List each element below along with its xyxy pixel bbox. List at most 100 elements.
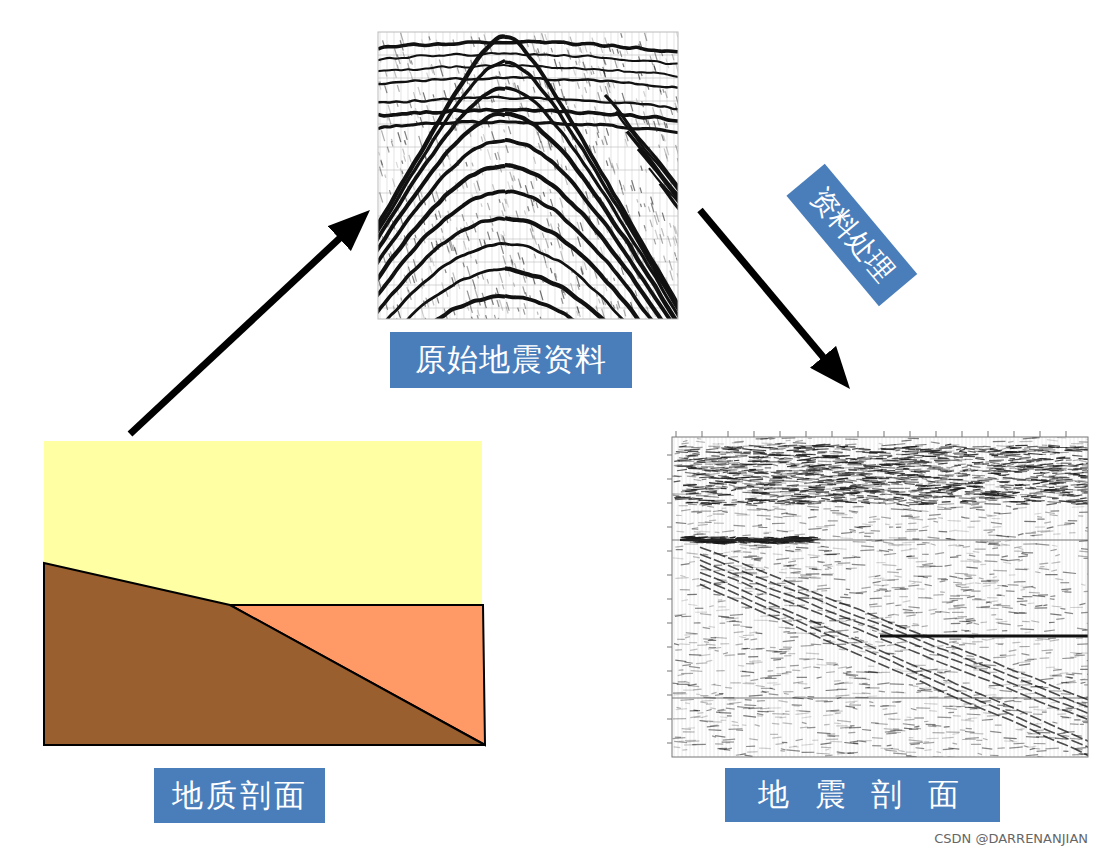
noise-mark	[795, 534, 806, 536]
noise-mark	[627, 241, 630, 252]
noise-mark	[729, 702, 741, 703]
noise-mark	[533, 276, 536, 284]
axis-tick	[667, 695, 672, 696]
noise-mark	[393, 306, 394, 310]
axis-tick	[667, 479, 672, 480]
noise-mark	[554, 92, 556, 99]
noise-mark	[796, 710, 800, 711]
noise-mark	[664, 256, 666, 263]
axis-tick	[667, 503, 672, 504]
noise-mark	[788, 653, 795, 654]
noise-mark	[762, 443, 773, 445]
noise-mark	[888, 718, 901, 720]
noise-mark	[462, 88, 464, 93]
noise-mark	[965, 618, 975, 619]
noise-mark	[623, 63, 624, 67]
noise-mark	[561, 289, 564, 298]
noise-mark	[554, 59, 557, 70]
noise-mark	[803, 667, 811, 668]
noise-mark	[672, 738, 685, 739]
noise-mark	[467, 291, 470, 301]
noise-mark	[379, 167, 382, 177]
noise-mark	[408, 267, 410, 274]
noise-mark	[1053, 533, 1060, 535]
noise-mark	[735, 513, 748, 514]
noise-mark	[655, 230, 658, 239]
noise-mark	[551, 223, 553, 229]
noise-mark	[1002, 607, 1013, 608]
noise-mark	[916, 561, 927, 563]
noise-mark	[713, 443, 719, 444]
noise-mark	[525, 69, 527, 75]
noise-mark	[973, 551, 980, 553]
noise-mark	[625, 222, 626, 225]
noise-mark	[391, 139, 392, 142]
noise-mark	[929, 696, 938, 698]
noise-mark	[662, 134, 664, 141]
noise-mark	[503, 129, 505, 132]
noise-mark	[768, 707, 781, 708]
noise-mark	[429, 254, 431, 262]
noise-mark	[544, 52, 545, 57]
noise-mark	[615, 60, 617, 68]
noise-mark	[392, 244, 395, 253]
noise-mark	[603, 70, 605, 77]
noise-mark	[474, 120, 476, 125]
noise-mark	[462, 183, 464, 189]
noise-mark	[884, 728, 893, 730]
trace-line	[1050, 437, 1051, 757]
noise-mark	[830, 510, 839, 511]
noise-mark	[474, 93, 476, 101]
noise-mark	[653, 107, 656, 116]
noise-mark	[535, 125, 538, 135]
noise-mark	[387, 147, 389, 153]
noise-mark	[683, 690, 694, 691]
noise-mark	[467, 266, 470, 277]
noise-mark	[613, 218, 615, 225]
noise-mark	[752, 525, 762, 526]
noise-mark	[626, 49, 627, 54]
noise-mark	[540, 290, 543, 300]
trace-line	[1054, 437, 1055, 757]
noise-mark	[734, 631, 744, 633]
noise-mark	[550, 268, 552, 273]
seismic-event	[378, 61, 505, 319]
noise-mark	[660, 294, 662, 300]
axis-tick	[676, 431, 677, 437]
noise-mark	[401, 161, 403, 164]
noise-mark	[808, 517, 817, 518]
noise-mark	[383, 253, 386, 263]
noise-mark	[455, 182, 458, 191]
noise-mark	[739, 544, 750, 545]
noise-mark	[400, 196, 401, 200]
noise-mark	[922, 625, 928, 627]
noise-mark	[714, 582, 727, 583]
noise-mark	[700, 695, 708, 696]
noise-mark	[397, 190, 399, 193]
noise-mark	[410, 111, 411, 116]
noise-mark	[661, 228, 664, 236]
noise-mark	[528, 206, 529, 211]
noise-mark	[730, 682, 741, 683]
axis-tick	[884, 431, 885, 437]
noise-mark	[593, 146, 595, 153]
noise-mark	[383, 40, 385, 47]
noise-mark	[837, 752, 845, 753]
noise-mark	[670, 271, 673, 281]
noise-mark	[725, 687, 732, 689]
noise-mark	[776, 743, 784, 745]
noise-mark	[785, 546, 790, 548]
noise-mark	[825, 565, 833, 567]
noise-mark	[436, 138, 439, 147]
noise-mark	[598, 66, 601, 76]
noise-mark	[855, 637, 859, 638]
noise-mark	[542, 233, 544, 238]
noise-mark	[448, 154, 450, 159]
noise-mark	[550, 116, 553, 125]
noise-mark	[397, 54, 400, 64]
noise-mark	[855, 697, 868, 698]
noise-mark	[561, 89, 564, 100]
noise-mark	[441, 156, 444, 166]
noise-mark	[550, 141, 552, 148]
noise-mark	[676, 258, 678, 261]
